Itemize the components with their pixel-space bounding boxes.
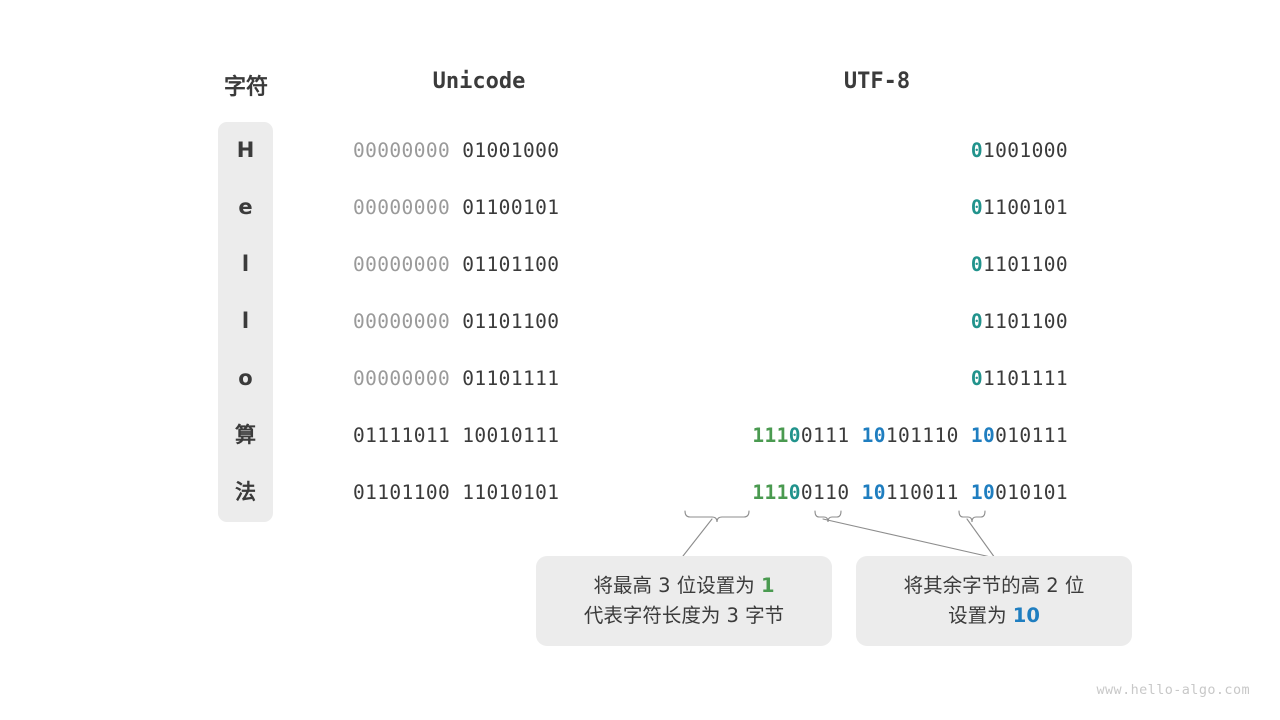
utf8-marker-bits: 0 xyxy=(970,196,984,219)
char-cell: 法 xyxy=(235,480,256,504)
utf8-marker-bits: 0 xyxy=(970,367,984,390)
unicode-low-byte: 01100101 xyxy=(450,196,560,219)
unicode-cell: 00000000 01101100 xyxy=(353,236,605,293)
unicode-cell: 00000000 01101111 xyxy=(353,350,605,407)
utf8-cell: 11100111 10101110 10010111 xyxy=(686,407,1068,464)
utf8-marker-bits: 111 xyxy=(752,481,789,504)
char-cell: e xyxy=(238,195,253,219)
callout-left-line1-n: 3 xyxy=(658,573,671,597)
unicode-low-byte: 11010101 xyxy=(450,481,560,504)
utf8-cell: 01100101 xyxy=(686,179,1068,236)
utf8-marker-bits: 111 xyxy=(752,424,789,447)
utf8-payload-bits: 1101111 xyxy=(983,367,1068,390)
utf8-cell: 01101111 xyxy=(686,350,1068,407)
unicode-low-byte: 01101111 xyxy=(450,367,560,390)
unicode-high-byte: 01101100 xyxy=(353,481,451,504)
unicode-low-byte: 01101100 xyxy=(450,253,560,276)
unicode-cell: 00000000 01100101 xyxy=(353,179,605,236)
char-cell: o xyxy=(238,366,253,390)
unicode-cell: 01101100 11010101 xyxy=(353,464,605,521)
utf8-marker-bits: 0 xyxy=(970,310,984,333)
utf8-marker-bits: 0 xyxy=(970,253,984,276)
utf8-cell: 01001000 xyxy=(686,122,1068,179)
callout-right-highlight: 10 xyxy=(1012,604,1040,627)
utf8-payload-bits: 1101100 xyxy=(983,253,1068,276)
utf8-marker-bits: 10 xyxy=(861,481,886,504)
callout-left-line1: 将最高 3 位设置为 1 xyxy=(593,571,774,601)
utf8-marker-bits: 10 xyxy=(970,481,996,504)
char-cell: 算 xyxy=(235,423,256,447)
utf8-payload-bits: 010111 xyxy=(995,424,1068,447)
callout-right-line2: 设置为 10 xyxy=(948,601,1040,631)
utf8-cell: 11100110 10110011 10010101 xyxy=(686,464,1068,521)
utf8-marker-bits: 10 xyxy=(970,424,996,447)
unicode-high-byte: 00000000 xyxy=(353,139,451,162)
unicode-low-byte: 01001000 xyxy=(450,139,560,162)
utf8-cell: 01101100 xyxy=(686,293,1068,350)
callout-continuation-bits: 将其余字节的高 2 位 设置为 10 xyxy=(856,556,1132,646)
char-cell: l xyxy=(241,309,250,333)
utf8-payload-bits: 0111 xyxy=(800,424,850,447)
utf8-marker-bits: 10 xyxy=(861,424,886,447)
utf8-marker-bits-secondary: 0 xyxy=(788,481,801,504)
unicode-cell: 01111011 10010111 xyxy=(353,407,605,464)
unicode-high-byte: 00000000 xyxy=(353,196,451,219)
unicode-high-byte: 00000000 xyxy=(353,310,451,333)
unicode-high-byte: 00000000 xyxy=(353,367,451,390)
utf8-payload-bits: 1101100 xyxy=(983,310,1068,333)
callout-right-line2-a: 设置为 xyxy=(948,604,1013,627)
char-cell: l xyxy=(241,252,250,276)
callout-leading-bits: 将最高 3 位设置为 1 代表字符长度为 3 字节 xyxy=(536,556,832,646)
header-unicode: Unicode xyxy=(432,69,526,94)
utf8-payload-bits: 010101 xyxy=(995,481,1068,504)
unicode-cell: 00000000 01001000 xyxy=(353,122,605,179)
utf8-payload-bits: 110011 xyxy=(885,481,959,504)
header-utf8: UTF-8 xyxy=(843,69,911,94)
callout-left-highlight: 1 xyxy=(760,573,775,597)
char-cell: H xyxy=(236,138,255,162)
unicode-low-byte: 10010111 xyxy=(450,424,560,447)
utf8-payload-bits: 101110 xyxy=(885,424,959,447)
utf8-payload-bits: 1001000 xyxy=(983,139,1068,162)
unicode-low-byte: 01101100 xyxy=(450,310,560,333)
callout-left-line1-a: 将最高 xyxy=(593,573,659,597)
utf8-cell: 01101100 xyxy=(686,236,1068,293)
char-column-panel xyxy=(218,122,273,522)
utf8-payload-bits: 0110 xyxy=(800,481,850,504)
utf8-marker-bits: 0 xyxy=(970,139,984,162)
unicode-high-byte: 00000000 xyxy=(353,253,451,276)
callout-left-line1-b: 位设置为 xyxy=(670,573,761,597)
header-char: 字符 xyxy=(223,75,268,100)
watermark: www.hello-algo.com xyxy=(1096,682,1250,698)
callout-left-line2: 代表字符长度为 3 字节 xyxy=(583,604,785,627)
unicode-high-byte: 01111011 xyxy=(353,424,451,447)
unicode-cell: 00000000 01101100 xyxy=(353,293,605,350)
utf8-marker-bits-secondary: 0 xyxy=(788,424,801,447)
callout-right-line1: 将其余字节的高 2 位 xyxy=(903,573,1085,597)
utf8-payload-bits: 1100101 xyxy=(983,196,1068,219)
